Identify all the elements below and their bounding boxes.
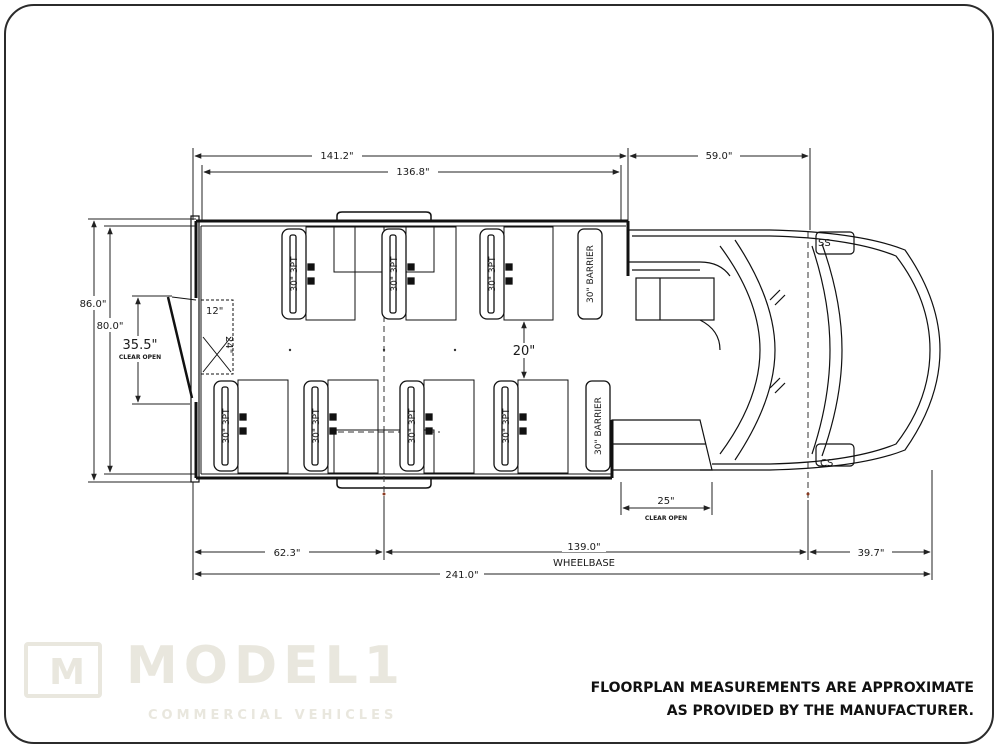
front-door-dimension: [620, 482, 713, 515]
dim-front-door: 25": [657, 496, 674, 507]
logo-wordmark: MODEL1: [126, 636, 406, 696]
dim-front-door-caption: CLEAR OPEN: [645, 515, 687, 522]
seat-bottom-3-label: 30" 3PT: [408, 408, 418, 444]
barrier-bottom-label: 30" BARRIER: [594, 397, 604, 455]
seat-bottom-4-label: 30" 3PT: [502, 408, 512, 444]
seat-bottom-2-label: 30" 3PT: [312, 408, 322, 444]
dim-wheelbase: 139.0": [567, 542, 600, 553]
seat-top-2-label: 30" 3PT: [390, 256, 400, 292]
dim-rear-overhang: 62.3": [274, 548, 301, 559]
logo-tagline: COMMERCIAL VEHICLES: [148, 708, 398, 723]
dim-front-overhang: 39.7": [858, 548, 885, 559]
dim-door-24: 24": [223, 336, 234, 353]
dim-top-overall: 141.2": [320, 151, 353, 162]
seat-top-1-label: 30" 3PT: [290, 256, 300, 292]
disclaimer-note: FLOORPLAN MEASUREMENTS ARE APPROXIMATE A…: [591, 677, 974, 723]
wheel-markers: [382, 492, 810, 496]
cab-seat-bottom: CS: [820, 458, 833, 469]
top-seat-footprints: [305, 226, 554, 321]
barrier-bottom: [585, 380, 611, 472]
dim-aisle: 20": [513, 344, 536, 359]
dim-width-inner: 80.0": [97, 321, 124, 332]
dim-top-inner: 136.8": [396, 167, 429, 178]
dim-wheelbase-caption: WHEELBASE: [553, 558, 615, 569]
seat-bottom-1-label: 30" 3PT: [222, 408, 232, 444]
dim-door-clear: 35.5": [123, 338, 158, 353]
top-seat-row: [281, 228, 603, 320]
left-dimensions: [88, 218, 196, 483]
seat-top-3-label: 30" 3PT: [488, 256, 498, 292]
cab: [610, 229, 941, 478]
bottom-seat-row: [213, 380, 611, 472]
seat-bottom-2: [303, 380, 337, 472]
barrier-top: [577, 228, 603, 320]
logo-mark-letter: M: [49, 652, 85, 693]
barrier-top-label: 30" BARRIER: [586, 245, 596, 303]
disclaimer-line-1: FLOORPLAN MEASUREMENTS ARE APPROXIMATE: [590, 680, 974, 696]
center-dots: [288, 348, 457, 352]
seat-bottom-3: [399, 380, 433, 472]
logo-mark: M: [24, 642, 102, 698]
seat-bottom-1: [213, 380, 247, 472]
dim-door-clear-caption: CLEAR OPEN: [119, 354, 161, 361]
disclaimer-line-2: AS PROVIDED BY THE MANUFACTURER.: [666, 703, 974, 719]
seat-bottom-4: [493, 380, 527, 472]
dim-top-cab: 59.0": [706, 151, 733, 162]
seat-top-1: [281, 228, 315, 320]
dim-door-12: 12": [206, 306, 223, 317]
dim-overall-length: 241.0": [445, 570, 478, 581]
cab-seat-top: SS: [818, 238, 831, 249]
dim-width-outer: 86.0": [80, 299, 107, 310]
seat-top-2: [381, 228, 415, 320]
model1-logo: M MODEL1 COMMERCIAL VEHICLES: [24, 636, 424, 732]
seat-top-3: [479, 228, 513, 320]
